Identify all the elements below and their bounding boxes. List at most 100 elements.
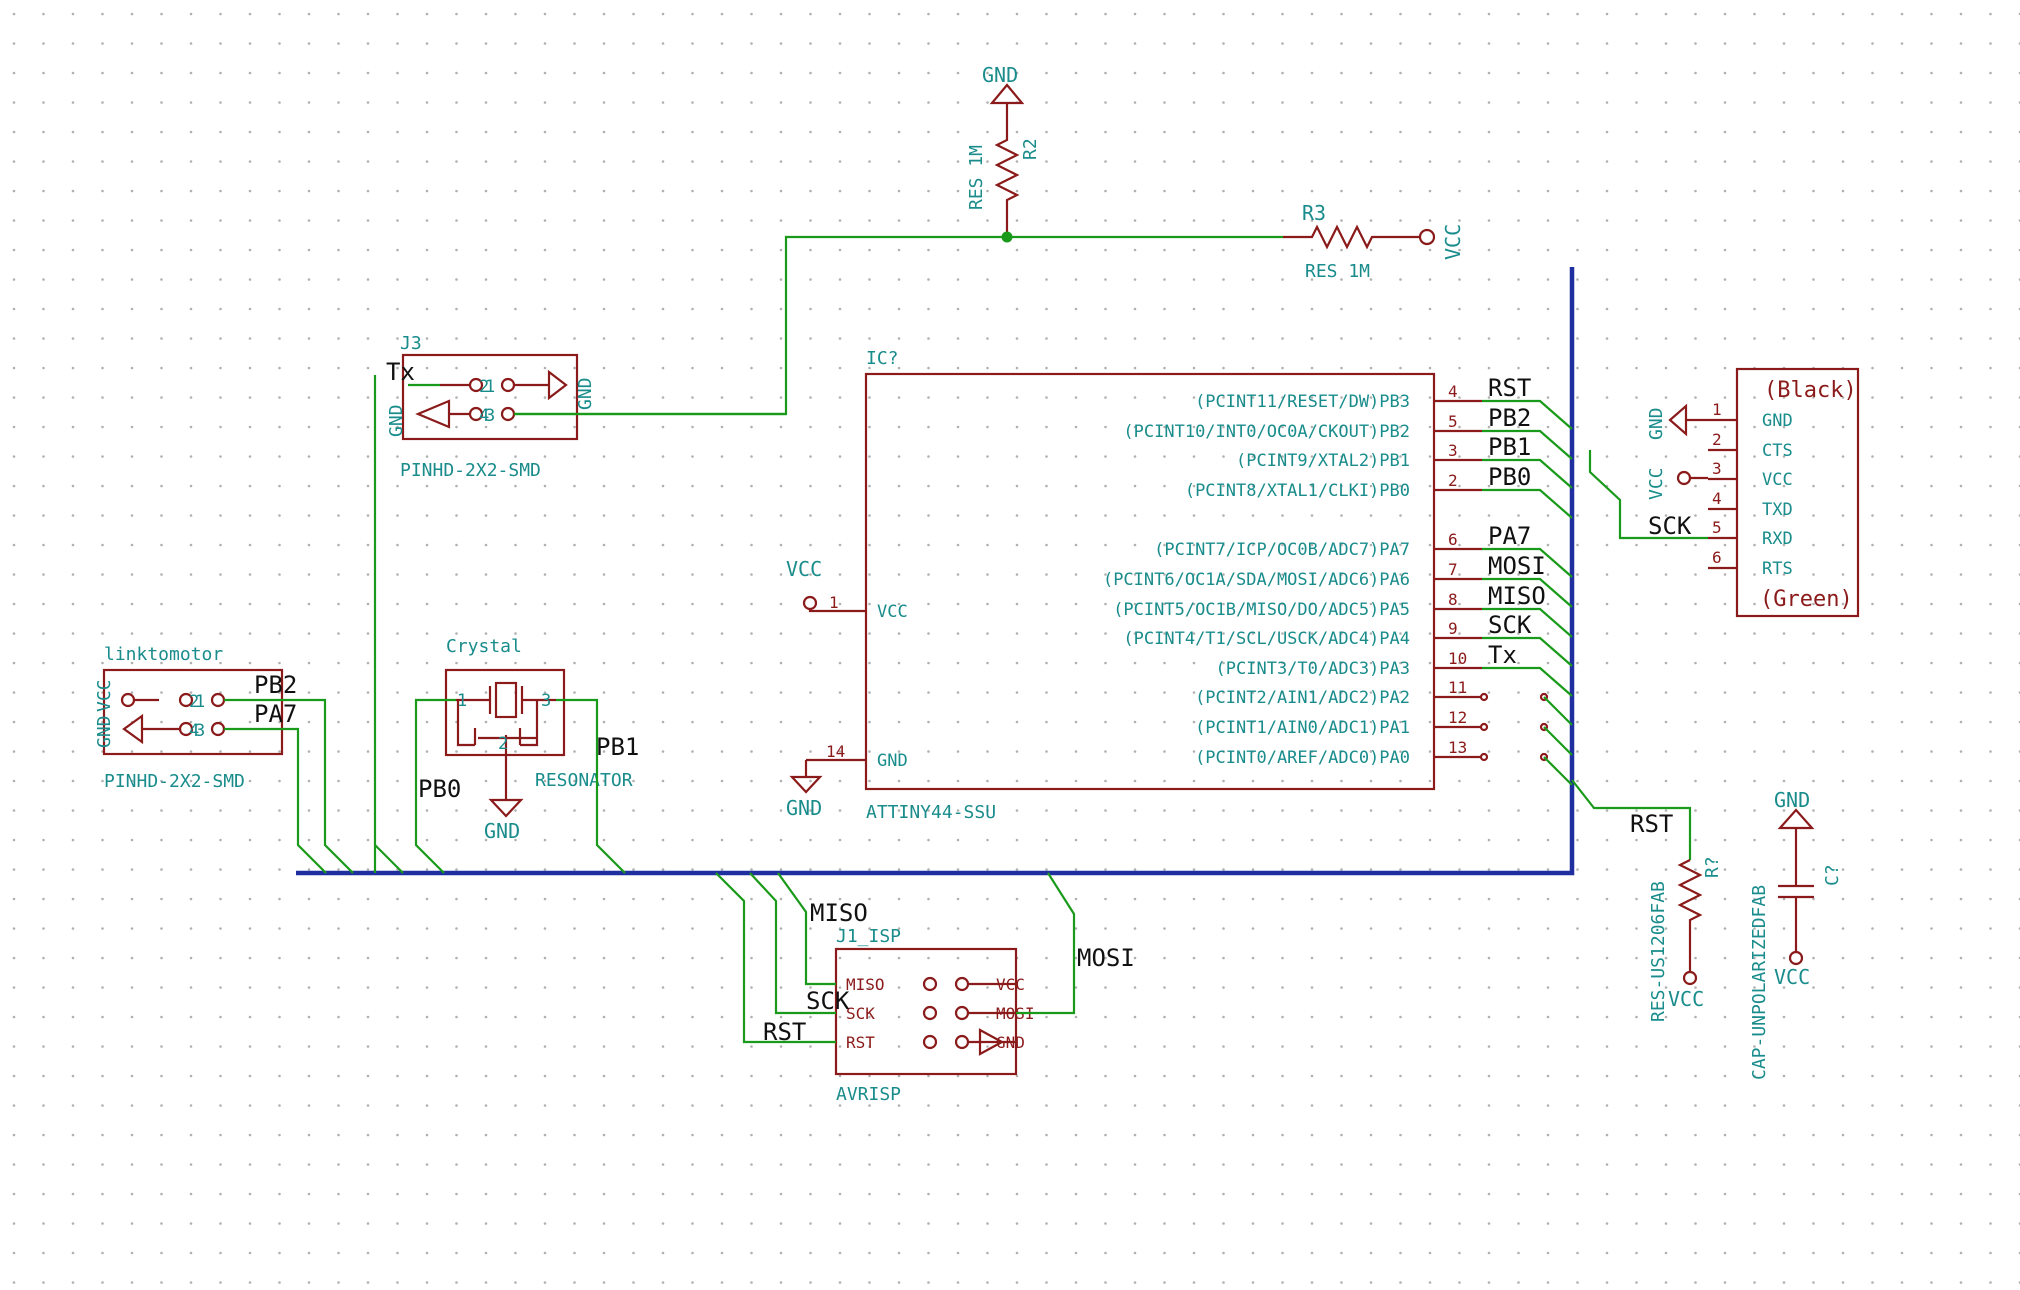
isp-pin-right-pad xyxy=(954,1005,970,1021)
crystal-net-pb0: PB0 xyxy=(418,775,461,803)
ic-pin-number: 2 xyxy=(1448,471,1458,490)
motor-vcc-label: VCC xyxy=(94,679,115,712)
ftdi-pin-number: 1 xyxy=(1712,400,1722,419)
ic-pin-name: (PCINT10/INT0/OC0A/CKOUT)PB2 xyxy=(1123,422,1410,442)
ic-value: ATTINY44-SSU xyxy=(866,802,996,823)
ic-pin-number: 4 xyxy=(1448,382,1458,401)
capacitor[interactable]: GND C? CAP-UNPOLARIZEDFAB VCC xyxy=(1749,788,1843,1080)
cap-ref: C? xyxy=(1822,864,1843,886)
isp-value: AVRISP xyxy=(836,1084,901,1105)
j3-value: PINHD-2X2-SMD xyxy=(400,460,541,481)
isp-pin-right-name: MOSI xyxy=(996,1004,1035,1023)
ic-gnd-label: GND xyxy=(786,796,822,820)
ftdi-net-sck: SCK xyxy=(1648,512,1692,540)
ftdi-top-label: (Black) xyxy=(1764,378,1857,403)
j3-gnd-left: GND xyxy=(386,404,407,437)
ftdi-bottom-label: (Green) xyxy=(1760,587,1853,612)
isp-header[interactable]: J1_ISP AVRISP xyxy=(834,926,1018,1105)
ftdi-vcc-label: VCC xyxy=(1646,467,1667,500)
ftdi-pin-number: 2 xyxy=(1712,430,1722,449)
isp-net-mosi: MOSI xyxy=(1077,944,1135,972)
isp-gnd-symbol xyxy=(978,1028,1005,1056)
bus xyxy=(296,267,1575,876)
ic-pin-number: 11 xyxy=(1448,678,1467,697)
ic-pin-name: (PCINT7/ICP/OC0B/ADC7)PA7 xyxy=(1154,540,1410,560)
r3-vcc-label: VCC xyxy=(1441,224,1465,260)
cap-gnd-label: GND xyxy=(1774,788,1810,812)
j3-gnd-right: GND xyxy=(575,377,596,410)
ic-pin-name: (PCINT5/OC1B/MISO/DO/ADC5)PA5 xyxy=(1113,600,1410,620)
reset-resistor[interactable]: RST R? RES-US1206FAB VCC xyxy=(1571,779,1723,1022)
motor-value: PINHD-2X2-SMD xyxy=(104,771,245,792)
ftdi-pin-name: TXD xyxy=(1762,500,1793,520)
ic-pin-1-name: VCC xyxy=(877,602,908,622)
ic-pin-name: (PCINT6/OC1A/SDA/MOSI/ADC6)PA6 xyxy=(1103,570,1410,590)
isp-net-sck: SCK xyxy=(806,987,850,1015)
r2-gnd-label: GND xyxy=(982,63,1018,87)
isp-net-rst: RST xyxy=(763,1018,806,1046)
motor-gnd-label: GND xyxy=(94,715,115,748)
isp-ref: J1_ISP xyxy=(836,926,901,947)
ftdi-header[interactable]: (Black) (Green) xyxy=(1735,367,1860,618)
ftdi-pin-number: 3 xyxy=(1712,459,1722,478)
j3-pin-3: 3 xyxy=(485,406,495,426)
ic-net-wire xyxy=(1482,399,1573,430)
ftdi-power-symbols: GND VCC SCK xyxy=(1588,403,1708,540)
ic-pin-name: (PCINT8/XTAL1/CLKI)PB0 xyxy=(1185,481,1410,501)
ic-pin-number: 13 xyxy=(1448,738,1467,757)
ic-net-label: RST xyxy=(1488,374,1531,402)
r2-value: RES 1M xyxy=(966,145,987,210)
crystal-resonator[interactable]: 1 2 3 Crystal RESONATOR GND PB0 PB1 xyxy=(418,636,639,843)
j3-pin-1: 1 xyxy=(485,377,495,397)
ic-no-connect xyxy=(1479,692,1489,702)
motor-pin-4: 4 xyxy=(189,721,199,741)
ic-pin-14-num: 14 xyxy=(826,742,845,761)
r2-resistor[interactable]: GND R2 RES 1M xyxy=(966,63,1041,237)
ic-net-wire xyxy=(1482,577,1573,608)
reset-value: RES-US1206FAB xyxy=(1648,881,1669,1022)
isp-pin-right-pad xyxy=(954,976,970,992)
ic-net-label: PA7 xyxy=(1488,522,1531,550)
ic-pin-number: 10 xyxy=(1448,649,1467,668)
j3-wires xyxy=(373,375,786,874)
isp-pin-left-name: RST xyxy=(846,1033,875,1052)
ic-net-label: MISO xyxy=(1488,582,1546,610)
ic-pin-number: 6 xyxy=(1448,530,1458,549)
ic-pin-number: 12 xyxy=(1448,708,1467,727)
reset-net-label: RST xyxy=(1630,810,1673,838)
r3-resistor[interactable]: R3 RES 1M VCC xyxy=(1283,201,1465,282)
ic-net-wire xyxy=(1482,429,1573,460)
isp-pin-left-pad xyxy=(922,1034,938,1050)
isp-pin-left-name: SCK xyxy=(846,1004,875,1023)
motor-ref: linktomotor xyxy=(104,644,223,665)
ic-net-label: Tx xyxy=(1488,641,1517,669)
crystal-pin-3: 3 xyxy=(541,691,551,711)
j3-pin-2: 2 xyxy=(479,377,489,397)
ic-pin-number: 3 xyxy=(1448,441,1458,460)
r2-ref: R2 xyxy=(1020,138,1041,160)
isp-pin-right-pad xyxy=(954,1034,970,1050)
reset-vcc-label: VCC xyxy=(1668,987,1704,1011)
motor-wires xyxy=(224,698,354,874)
crystal-value: RESONATOR xyxy=(535,770,633,791)
ftdi-pin-name: CTS xyxy=(1762,441,1793,461)
j3-ref: J3 xyxy=(400,333,422,354)
motor-net-pb2: PB2 xyxy=(254,671,297,699)
ftdi-pin-name: RXD xyxy=(1762,529,1793,549)
ftdi-pin-name: RTS xyxy=(1762,559,1793,579)
ftdi-pin-number: 4 xyxy=(1712,489,1722,508)
ic-net-label: PB0 xyxy=(1488,463,1531,491)
crystal-ref: Crystal xyxy=(446,636,522,657)
ic-net-wire xyxy=(1482,488,1573,519)
r3-ref: R3 xyxy=(1302,201,1326,225)
j3-connector[interactable]: 1 2 3 4 J3 PINHD-2X2-SMD GND GND Tx xyxy=(386,333,596,481)
ic-net-wire xyxy=(1482,458,1573,489)
crystal-net-pb1: PB1 xyxy=(596,733,639,761)
attiny44-ic[interactable]: IC? ATTINY44-SSU VCC 1 VCC GND 14 GND xyxy=(786,348,1436,823)
ic-pin-number: 7 xyxy=(1448,560,1458,579)
motor-connector[interactable]: 1 2 3 4 linktomotor PINHD-2X2-SMD GND VC… xyxy=(94,644,297,792)
